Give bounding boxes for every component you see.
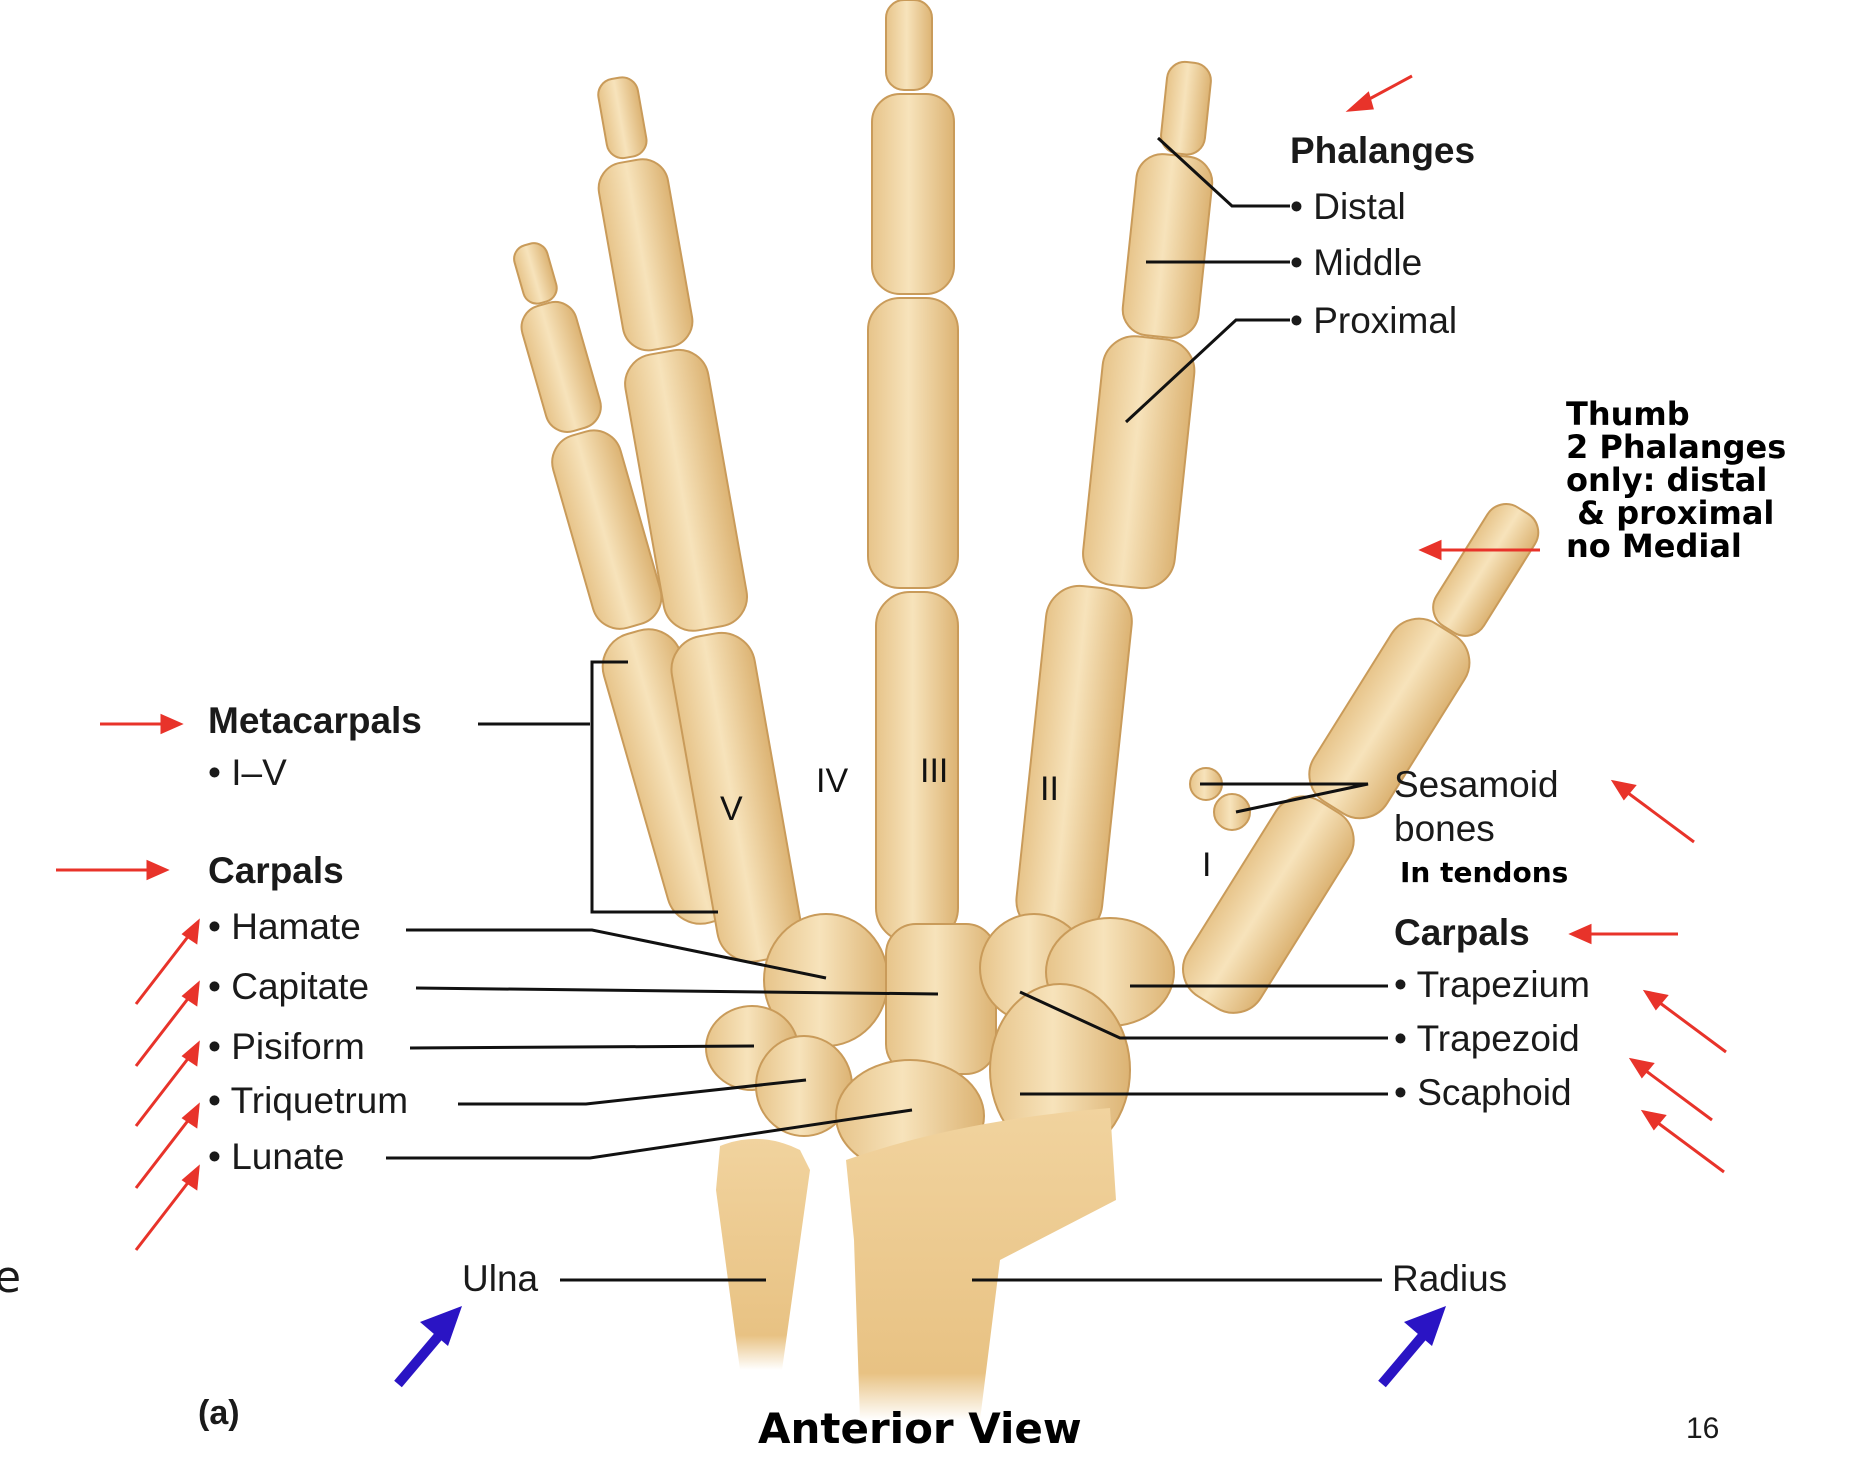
- phalanges-proximal-label: • Proximal: [1290, 300, 1458, 341]
- sesamoid-label-line2: bones: [1394, 808, 1495, 849]
- metacarpals-heading: Metacarpals: [208, 700, 422, 741]
- thumb-note-line: 2 Phalanges: [1566, 428, 1787, 466]
- ulna-label: Ulna: [462, 1258, 539, 1299]
- view-caption: Anterior View: [758, 1404, 1082, 1453]
- metacarpals-range: • I–V: [208, 752, 287, 793]
- carpal-lunate-label: • Lunate: [208, 1136, 345, 1177]
- carpal-trapezoid-label: • Trapezoid: [1394, 1018, 1580, 1059]
- figure-tag: (a): [198, 1394, 240, 1432]
- metacarpal-numeral-iii: III: [920, 752, 949, 790]
- phalanges-middle-label: • Middle: [1290, 242, 1423, 283]
- carpal-triquetrum-label: • Triquetrum: [208, 1080, 409, 1121]
- carpals-left-heading: Carpals: [208, 850, 344, 891]
- metacarpal-numeral-ii: II: [1040, 770, 1059, 808]
- carpal-trapezium-label: • Trapezium: [1394, 964, 1590, 1005]
- radius-label: Radius: [1392, 1258, 1508, 1299]
- carpals-right-heading: Carpals: [1394, 912, 1530, 953]
- sesamoid-label-line1: Sesamoid: [1394, 764, 1559, 805]
- carpal-pisiform-label: • Pisiform: [208, 1026, 365, 1067]
- metacarpal-numeral-v: V: [720, 790, 743, 828]
- metacarpal-numeral-i: I: [1202, 846, 1212, 884]
- thumb-note-line: & proximal: [1566, 494, 1775, 532]
- thumb-note-line: no Medial: [1566, 527, 1742, 565]
- red-annotation-arrows: [56, 74, 1727, 1251]
- cropped-left-text: e: [0, 1252, 22, 1303]
- thumb-note: Thumb 2 Phalanges only: distal & proxima…: [1566, 398, 1786, 563]
- thumb-note-line: only: distal: [1566, 461, 1768, 499]
- carpal-scaphoid-label: • Scaphoid: [1394, 1072, 1572, 1113]
- metacarpal-numeral-iv: IV: [816, 762, 849, 800]
- carpal-hamate-label: • Hamate: [208, 906, 361, 947]
- carpal-capitate-label: • Capitate: [208, 966, 370, 1007]
- phalanges-distal-label: • Distal: [1290, 186, 1406, 227]
- blue-annotation-arrows: [394, 1306, 1446, 1388]
- thumb-note-line: Thumb: [1566, 395, 1690, 433]
- phalanges-heading: Phalanges: [1290, 130, 1476, 171]
- sesamoid-note: In tendons: [1400, 856, 1569, 889]
- page-number: 16: [1686, 1412, 1720, 1445]
